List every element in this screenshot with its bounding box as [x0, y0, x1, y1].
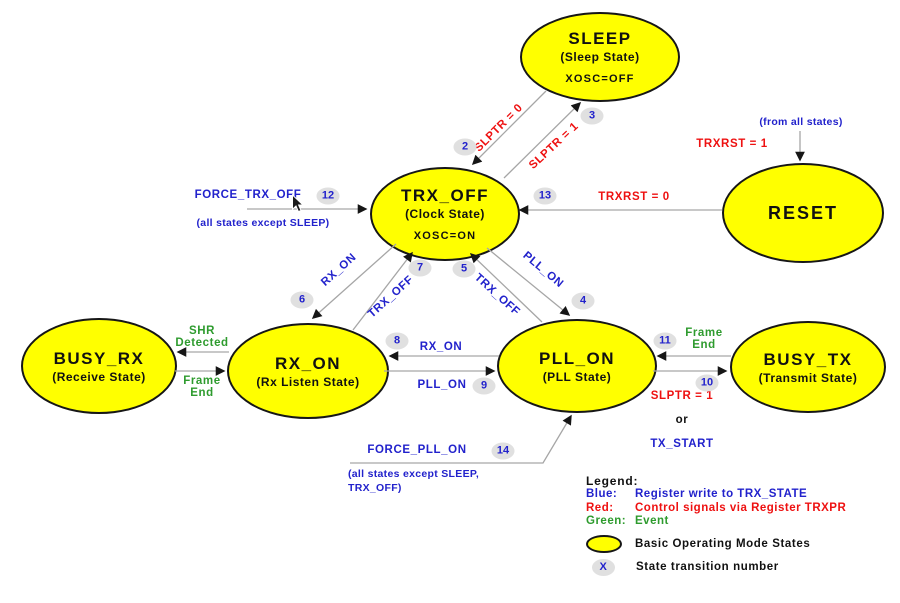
label-rx-on-cmd: RX_ON	[319, 251, 359, 289]
state-busy-rx-subtitle: (Receive State)	[52, 369, 146, 384]
label-frame-end-rx: Frame End	[183, 375, 221, 399]
state-rx-on-name: RX_ON	[274, 353, 342, 373]
state-busy-tx: BUSY_TX (Transmit State)	[730, 321, 886, 413]
badge-5: 5	[452, 260, 476, 278]
badge-10: 10	[695, 374, 719, 392]
note-force-pll-on: (all states except SLEEP, TRX_OFF)	[348, 468, 480, 494]
legend-blue-label: Blue:	[586, 488, 618, 500]
state-sleep-subtitle: (Sleep State)	[560, 50, 640, 64]
label-slptr-0: SLPTR = 0	[472, 101, 526, 155]
badge-11: 11	[653, 332, 677, 350]
legend-state-ellipse-icon	[586, 534, 622, 553]
state-busy-rx: BUSY_RX (Receive State)	[21, 318, 177, 414]
note-force-trx-off: (all states except SLEEP)	[196, 217, 330, 229]
note-reset-entry: (from all states)	[759, 116, 843, 128]
label-slptr-1: SLPTR = 1	[527, 120, 581, 172]
label-pll-on-from-rx: PLL_ON	[417, 379, 467, 391]
label-slptr-1-or: SLPTR = 1	[650, 390, 714, 402]
legend-red-text: Control signals via Register TRXPR	[635, 501, 847, 514]
label-trxrst-0: TRXRST = 0	[598, 191, 670, 203]
legend-state-item: Basic Operating Mode States	[635, 537, 811, 550]
state-pll-on-subtitle: (PLL State)	[542, 369, 612, 384]
label-tx-start: TX_START	[650, 438, 714, 450]
badge-14: 14	[491, 442, 515, 460]
label-pll-on-cmd: PLL_ON	[520, 249, 566, 291]
state-trx-off-subtitle: (Clock State)	[405, 207, 485, 221]
state-trx-off-detail: XOSC=ON	[413, 230, 477, 242]
legend-blue-text: Register write to TRX_STATE	[635, 488, 808, 500]
state-trx-off: TRX_OFF (Clock State) XOSC=ON	[370, 167, 520, 261]
state-sleep: SLEEP (Sleep State) XOSC=OFF	[520, 12, 680, 102]
badge-4: 4	[571, 292, 595, 310]
legend-green-text: Event	[635, 515, 669, 527]
label-tx-start-group: SLPTR = 1 or TX_START	[650, 378, 713, 450]
legend-title: Legend:	[586, 474, 639, 488]
state-reset-name: RESET	[767, 202, 838, 223]
badge-3: 3	[580, 107, 604, 125]
badge-12: 12	[316, 187, 340, 205]
arrow-slptr0	[471, 90, 547, 166]
label-shr-detected: SHR Detected	[175, 325, 229, 349]
state-pll-on-name: PLL_ON	[538, 348, 616, 368]
state-trx-off-name: TRX_OFF	[401, 186, 489, 205]
badge-9: 9	[472, 377, 496, 395]
state-busy-tx-subtitle: (Transmit State)	[758, 370, 858, 385]
state-sleep-detail: XOSC=OFF	[565, 73, 635, 85]
legend-badge-item: State transition number	[636, 561, 779, 573]
label-frame-end-tx: Frame End	[685, 327, 723, 351]
state-sleep-name: SLEEP	[568, 29, 632, 48]
label-trx-off-from-rx: TRX_OFF	[365, 273, 417, 321]
state-busy-tx-name: BUSY_TX	[763, 349, 853, 369]
label-force-trx-off: FORCE_TRX_OFF	[194, 189, 302, 201]
legend-transition-badge-icon: X	[592, 558, 615, 576]
state-rx-on: RX_ON (Rx Listen State)	[227, 323, 389, 419]
badge-7: 7	[408, 259, 432, 277]
badge-13: 13	[533, 187, 557, 205]
label-trxrst-1: TRXRST = 1	[696, 138, 768, 150]
legend-red-label: Red:	[586, 501, 614, 514]
label-trx-off-from-pll: TRX_OFF	[471, 271, 523, 319]
badge-8: 8	[385, 332, 409, 350]
label-rx-on-from-pll: RX_ON	[419, 341, 463, 353]
state-reset: RESET	[722, 163, 884, 263]
state-busy-rx-name: BUSY_RX	[53, 348, 145, 368]
badge-6: 6	[290, 291, 314, 309]
legend: Legend: Blue: Register write to TRX_STAT…	[586, 474, 886, 576]
label-or: or	[675, 414, 689, 426]
badge-2: 2	[453, 138, 477, 156]
state-rx-on-subtitle: (Rx Listen State)	[256, 374, 360, 389]
label-force-pll-on: FORCE_PLL_ON	[367, 444, 467, 456]
legend-green-label: Green:	[586, 515, 627, 527]
state-pll-on: PLL_ON (PLL State)	[497, 319, 657, 413]
mouse-cursor-icon	[292, 194, 305, 213]
